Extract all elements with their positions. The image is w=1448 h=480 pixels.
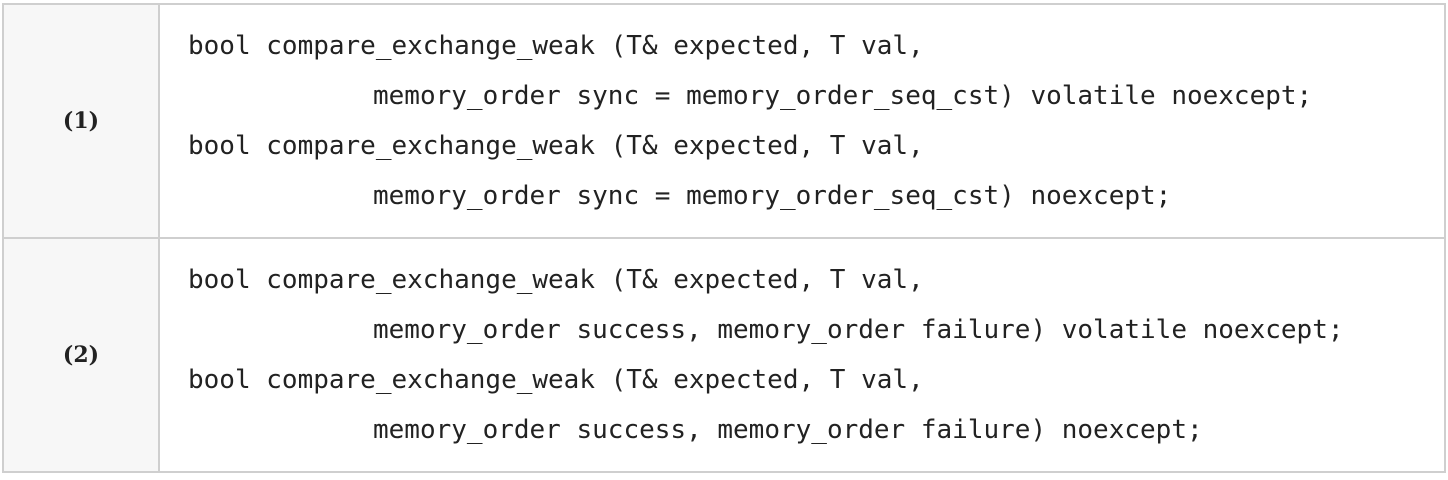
- overload-label: (2): [2, 237, 160, 473]
- overload-label: (1): [2, 3, 160, 239]
- code-line: bool compare_exchange_weak (T& expected,…: [188, 265, 924, 295]
- code-line: memory_order success, memory_order failu…: [373, 415, 1203, 445]
- table-row: (2) bool compare_exchange_weak (T& expec…: [2, 237, 1446, 473]
- code-line: bool compare_exchange_weak (T& expected,…: [188, 365, 924, 395]
- code-line: memory_order success, memory_order failu…: [373, 315, 1344, 345]
- table-row: (1) bool compare_exchange_weak (T& expec…: [2, 3, 1446, 239]
- code-block: bool compare_exchange_weak (T& expected,…: [158, 237, 1446, 473]
- code-line: memory_order sync = memory_order_seq_cst…: [373, 181, 1172, 211]
- code-block: bool compare_exchange_weak (T& expected,…: [158, 3, 1446, 239]
- code-line: bool compare_exchange_weak (T& expected,…: [188, 131, 924, 161]
- syntax-table: (1) bool compare_exchange_weak (T& expec…: [2, 3, 1446, 473]
- code-line: memory_order sync = memory_order_seq_cst…: [373, 81, 1313, 111]
- code-line: bool compare_exchange_weak (T& expected,…: [188, 31, 924, 61]
